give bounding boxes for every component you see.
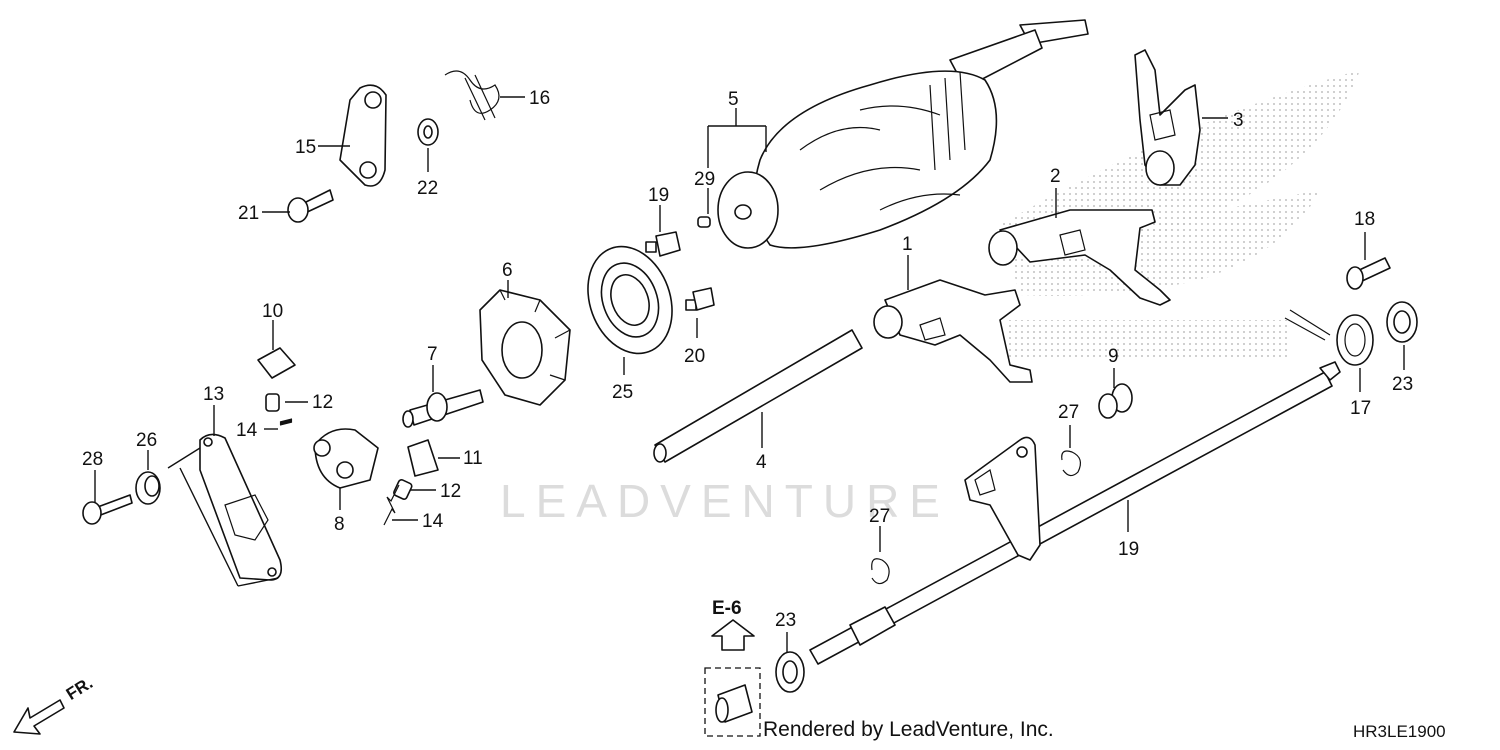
part-4-fork-shaft[interactable] — [653, 329, 863, 463]
e6-reference-label[interactable]: E-6 — [712, 598, 742, 619]
part-27-clip-upper[interactable] — [1061, 450, 1082, 477]
part-20-neutral-switch-lower[interactable] — [685, 287, 715, 311]
part-18-bolt[interactable] — [1346, 257, 1391, 290]
part-29-pin[interactable] — [697, 216, 711, 228]
part-15-stopper-arm[interactable] — [339, 84, 387, 187]
callout-22: 22 — [417, 178, 438, 199]
part-23-washer-lower[interactable] — [775, 651, 805, 693]
part-17-spring[interactable] — [1284, 309, 1374, 366]
callout-8: 8 — [334, 514, 345, 535]
callout-27: 27 — [869, 506, 890, 527]
part-26-collar[interactable] — [135, 471, 161, 505]
part-14-spring-lower[interactable] — [383, 484, 400, 526]
callout-14: 14 — [236, 420, 258, 441]
callout-numbers: 5 29 19 20 25 6 7 8 10 12 14 11 12 14 13… — [82, 88, 1413, 631]
callout-27: 27 — [1058, 402, 1079, 423]
part-23-washer-right[interactable] — [1386, 301, 1418, 343]
callout-13: 13 — [203, 384, 224, 405]
part-27-clip-lower[interactable] — [871, 558, 890, 585]
callout-23: 23 — [1392, 374, 1413, 395]
diagram-code: HR3LE1900 — [1353, 722, 1446, 741]
part-10-stopper-plate[interactable] — [257, 347, 296, 379]
part-19-gearshift-spindle[interactable] — [809, 361, 1341, 665]
part-9-collar[interactable] — [1098, 383, 1133, 419]
callout-21: 21 — [238, 203, 259, 224]
part-11-cam-piece[interactable] — [407, 439, 439, 477]
part-1-shift-fork[interactable] — [873, 279, 1033, 383]
part-14-spring-upper[interactable] — [279, 418, 293, 426]
front-direction-arrow-icon — [13, 699, 65, 735]
callout-5: 5 — [728, 89, 739, 110]
callout-9: 9 — [1108, 346, 1119, 367]
callout-15: 15 — [295, 137, 316, 158]
callout-25: 25 — [612, 382, 633, 403]
part-5-shift-drum[interactable] — [717, 19, 1089, 249]
part-2-shift-fork[interactable] — [988, 209, 1171, 306]
part-12-roller-upper[interactable] — [265, 393, 280, 412]
callout-11: 11 — [463, 448, 483, 469]
part-7-drum-bolt[interactable] — [402, 389, 484, 428]
callout-20: 20 — [684, 346, 705, 367]
callout-7: 7 — [427, 344, 438, 365]
callout-26: 26 — [136, 430, 157, 451]
e6-reference-up-arrow-icon — [711, 619, 755, 651]
leadventure-watermark: LEADVENTURE — [500, 475, 950, 527]
callout-4: 4 — [756, 452, 767, 473]
callout-29: 29 — [694, 169, 715, 190]
callout-17: 17 — [1350, 398, 1371, 419]
part-6-shift-drum-center[interactable] — [479, 289, 571, 406]
part-25-bearing[interactable] — [574, 235, 687, 366]
part-8-drum-stopper[interactable] — [313, 428, 379, 489]
callout-16: 16 — [529, 88, 550, 109]
e6-reference-box[interactable] — [704, 667, 761, 737]
callout-2: 2 — [1050, 166, 1061, 187]
render-credit: Rendered by LeadVenture, Inc. — [763, 718, 1054, 741]
part-13-guide-plate[interactable] — [199, 433, 283, 581]
part-22-washer[interactable] — [417, 118, 439, 146]
callout-12: 12 — [312, 392, 333, 413]
leader-lines — [94, 96, 1405, 652]
part-3-shift-fork[interactable] — [1134, 49, 1201, 186]
part-28-bolt[interactable] — [82, 494, 133, 525]
callout-18: 18 — [1354, 209, 1375, 230]
callout-6: 6 — [502, 260, 513, 281]
part-20-neutral-switch-upper[interactable] — [645, 231, 681, 257]
callout-1: 1 — [902, 234, 913, 255]
callout-3: 3 — [1233, 110, 1244, 131]
callout-14: 14 — [422, 511, 444, 532]
part-21-bolt[interactable] — [287, 189, 334, 223]
callout-10: 10 — [262, 301, 283, 322]
part-16-return-spring[interactable] — [444, 70, 500, 121]
callout-12: 12 — [440, 481, 461, 502]
callout-19: 19 — [1118, 539, 1139, 560]
callout-28: 28 — [82, 449, 103, 470]
callout-23: 23 — [775, 610, 796, 631]
part-12-roller-lower[interactable] — [393, 478, 413, 500]
callout-20: 19 — [648, 185, 669, 206]
